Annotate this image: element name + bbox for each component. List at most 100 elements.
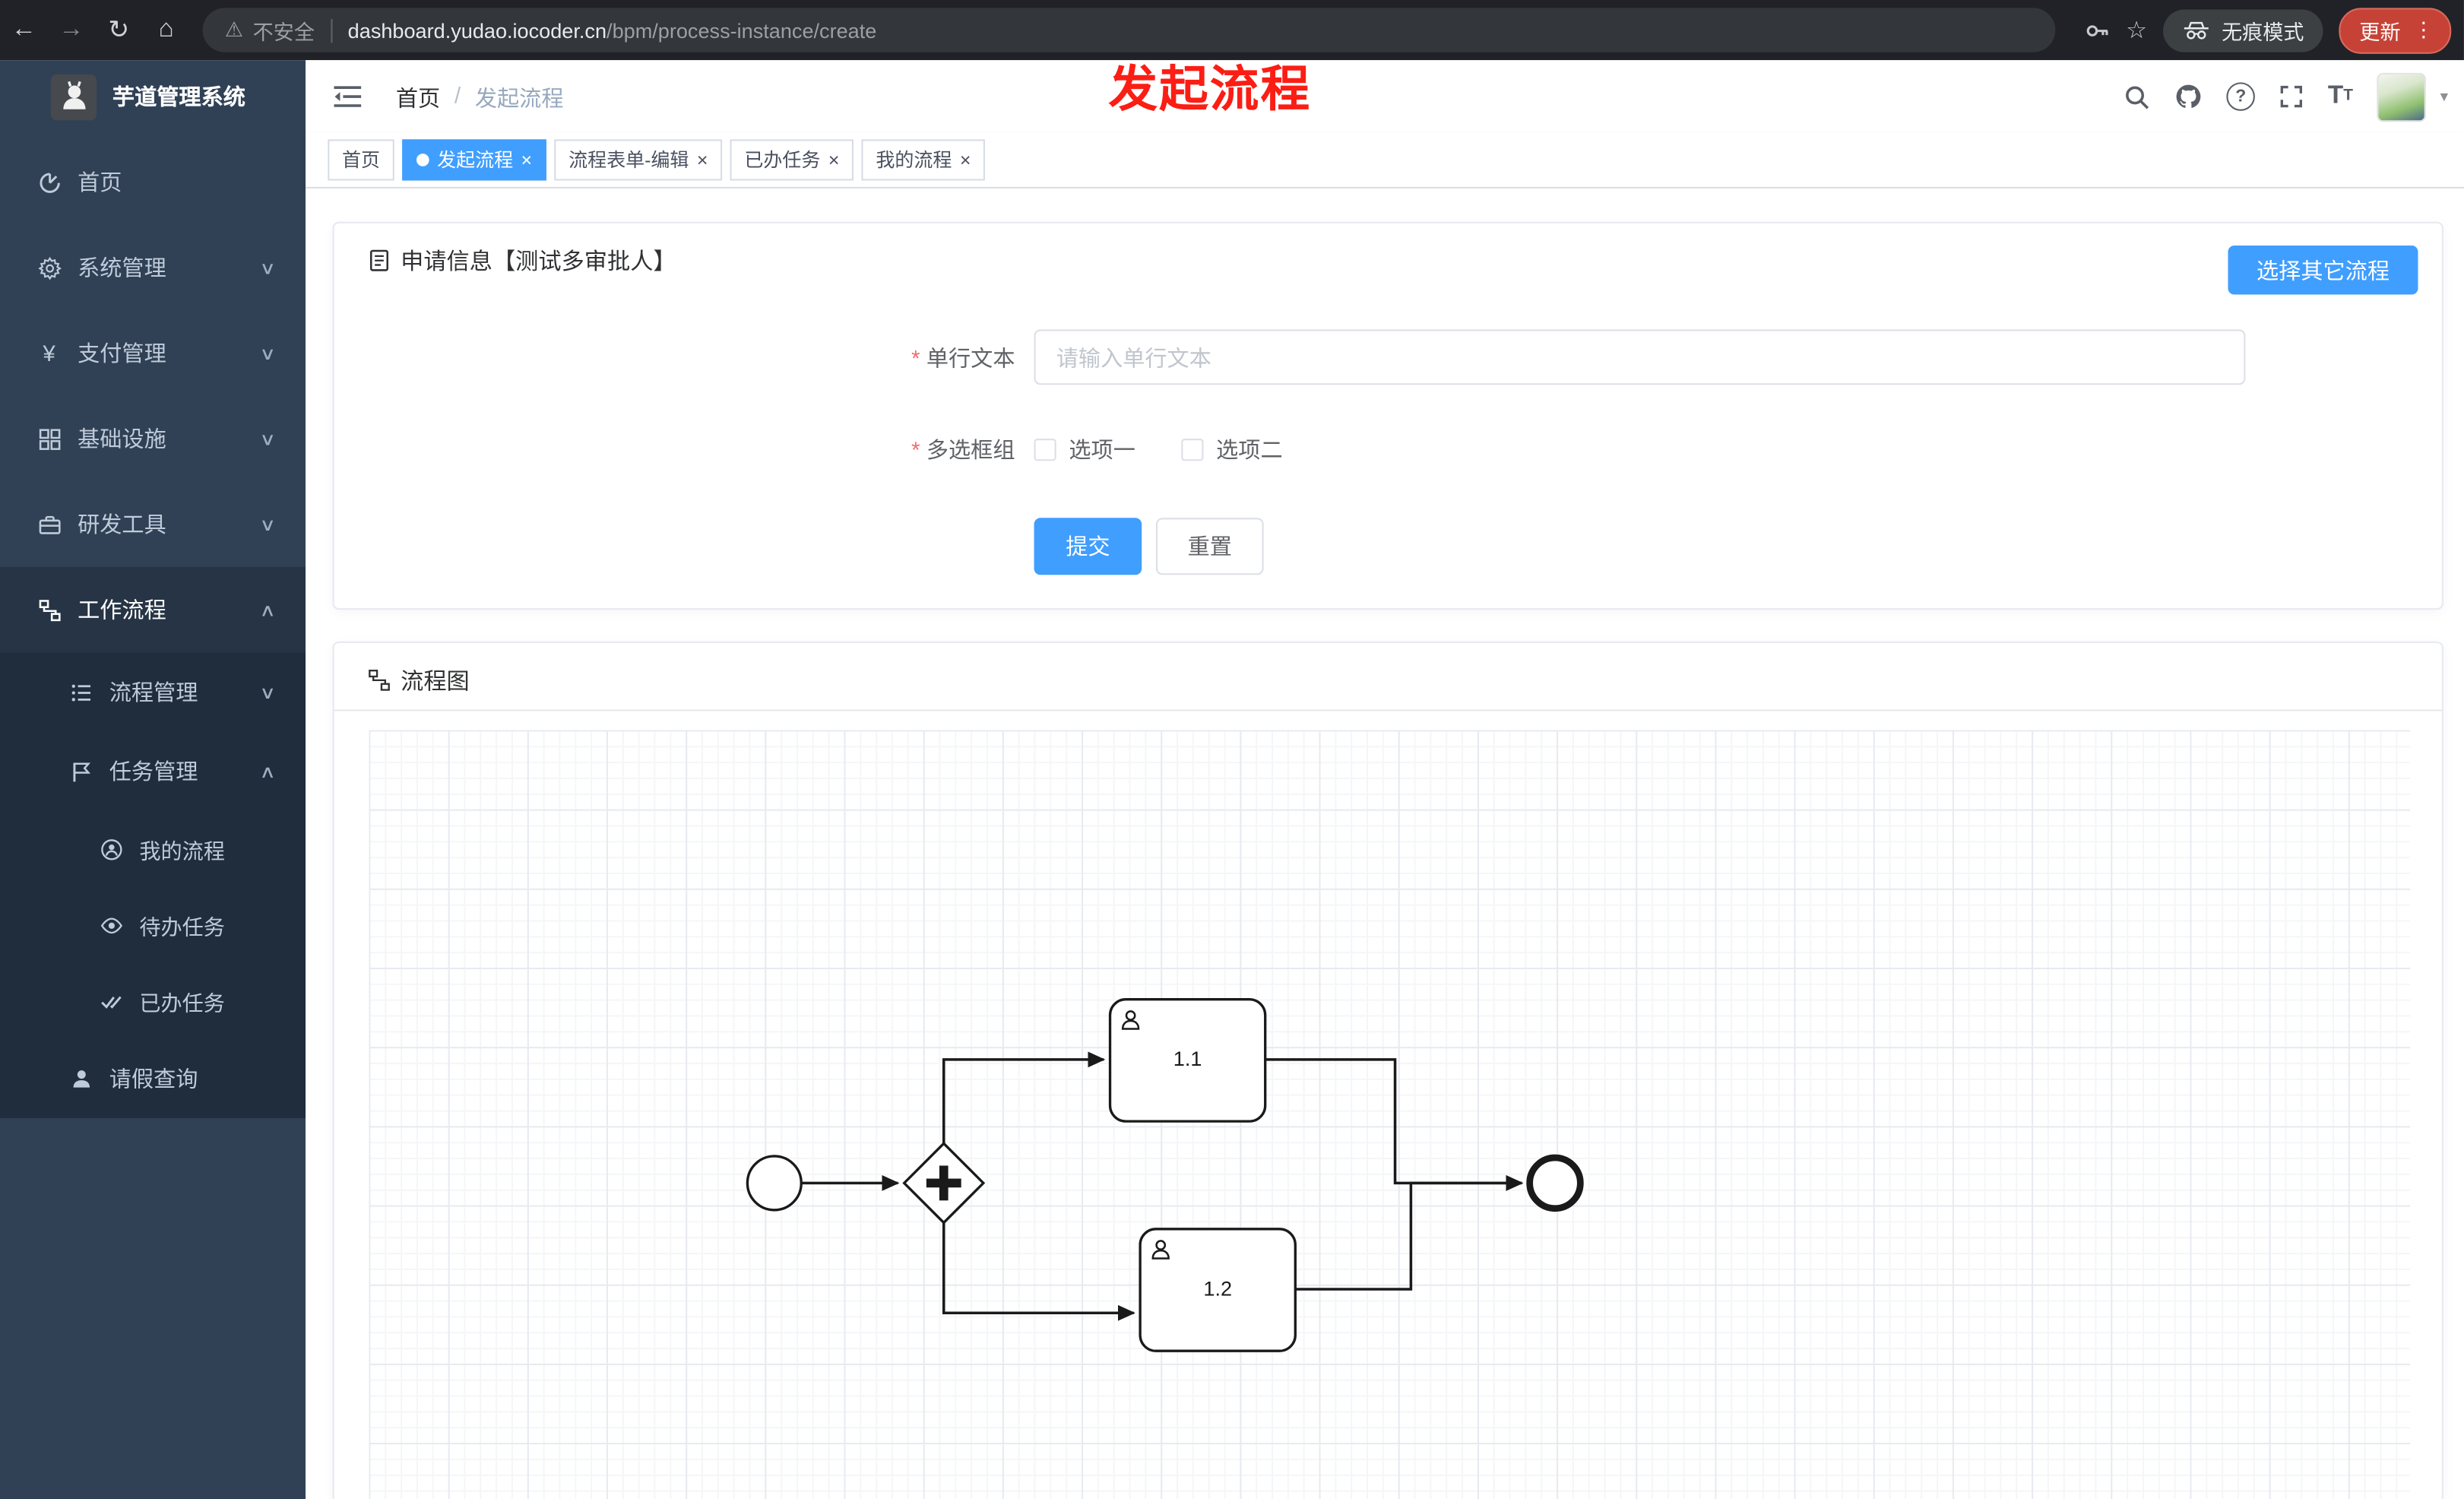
double-check-icon <box>98 988 123 1013</box>
select-other-process-button[interactable]: 选择其它流程 <box>2228 245 2418 295</box>
tab-start-process[interactable]: 发起流程 × <box>402 139 546 181</box>
avatar-caret-down-icon[interactable]: ▾ <box>2440 87 2449 106</box>
application-info-card: 申请信息【测试多审批人】 选择其它流程 *单行文本 *多选框组 选项一 选项二 <box>332 221 2443 610</box>
back-icon[interactable]: ← <box>11 15 36 43</box>
github-icon[interactable] <box>2174 82 2203 111</box>
sidebar-toggle-icon[interactable] <box>333 84 363 109</box>
sidebar-item-todo-tasks[interactable]: 待办任务 <box>0 887 306 963</box>
sidebar-item-label: 我的流程 <box>139 839 225 864</box>
card-title: 申请信息【测试多审批人】 <box>367 244 676 277</box>
single-line-text-row: *单行文本 <box>334 329 2442 386</box>
reload-icon[interactable]: ↻ <box>108 17 130 45</box>
tab-label: 首页 <box>342 148 381 172</box>
document-icon <box>369 249 389 271</box>
checkbox-icon[interactable] <box>1181 439 1204 461</box>
tab-home[interactable]: 首页 <box>328 139 394 181</box>
task-label: 1.1 <box>1173 1047 1202 1070</box>
fullscreen-icon[interactable] <box>2279 84 2304 109</box>
card-title: 流程图 <box>367 664 470 697</box>
task-label: 1.2 <box>1203 1276 1232 1300</box>
sidebar-item-label: 系统管理 <box>78 255 166 280</box>
sidebar-item-infrastructure[interactable]: 基础设施 ∨ <box>0 396 306 482</box>
bpmn-start-event <box>746 1155 803 1212</box>
reset-button[interactable]: 重置 <box>1155 518 1264 575</box>
bpmn-canvas[interactable]: 1.1 1.2 <box>369 730 2411 1499</box>
kebab-menu-icon[interactable]: ⋮ <box>2413 17 2434 42</box>
flag-icon <box>68 759 93 784</box>
single-line-text-label: *单行文本 <box>911 345 1015 371</box>
chevron-down-icon: ∨ <box>259 258 276 278</box>
browser-chrome: ← → ↻ ⌂ ⚠ 不安全 dashboard.yudao.iocoder.cn… <box>0 0 2464 61</box>
app-title: 芋道管理系统 <box>112 84 245 109</box>
omnibox-divider <box>330 17 332 43</box>
checkbox-group-row: *多选框组 选项一 选项二 <box>334 434 2442 466</box>
sidebar-item-task-mgmt[interactable]: 任务管理 ∧ <box>0 732 306 811</box>
address-bar[interactable]: ⚠ 不安全 dashboard.yudao.iocoder.cn/bpm/pro… <box>202 8 2056 52</box>
process-diagram-card: 流程图 <box>332 641 2443 1499</box>
tab-close-icon[interactable]: × <box>696 148 708 172</box>
bookmark-star-icon[interactable]: ☆ <box>2126 17 2148 45</box>
not-secure-warning-icon: ⚠ <box>224 17 244 42</box>
sidebar-item-leave-query[interactable]: 请假查询 <box>0 1039 306 1118</box>
submit-button[interactable]: 提交 <box>1034 518 1142 575</box>
tab-done-tasks[interactable]: 已办任务 × <box>730 139 854 181</box>
browser-update-button[interactable]: 更新 ⋮ <box>2339 7 2452 53</box>
user-headset-icon <box>98 836 123 861</box>
home-icon[interactable]: ⌂ <box>158 15 174 43</box>
sidebar-item-label: 工作流程 <box>78 597 166 623</box>
sidebar-item-payment-mgmt[interactable]: ¥ 支付管理 ∨ <box>0 310 306 396</box>
single-line-text-input[interactable] <box>1034 329 2246 385</box>
search-icon[interactable] <box>2124 83 2150 109</box>
sidebar-item-label: 待办任务 <box>139 915 225 940</box>
checkbox-icon[interactable] <box>1034 439 1056 461</box>
sidebar-item-home[interactable]: 首页 <box>0 139 306 225</box>
active-tab-dot <box>416 154 429 166</box>
user-icon <box>68 1066 93 1091</box>
sidebar-item-done-tasks[interactable]: 已办任务 <box>0 963 306 1039</box>
sidebar-item-process-mgmt[interactable]: 流程管理 ∨ <box>0 652 306 731</box>
tab-close-icon[interactable]: × <box>521 148 533 172</box>
sidebar-item-workflow[interactable]: 工作流程 ∧ <box>0 566 306 653</box>
bpmn-diagram[interactable]: 1.1 1.2 <box>369 730 2410 1499</box>
bpmn-user-task-1 <box>1108 998 1267 1123</box>
page-annotation: 发起流程 <box>1108 62 1312 118</box>
app-logo[interactable]: 芋道管理系统 <box>0 60 306 133</box>
diagram-card-header: 流程图 <box>334 643 2442 711</box>
tab-my-process[interactable]: 我的流程 × <box>861 139 986 181</box>
update-label: 更新 <box>2359 20 2401 44</box>
workflow-icon <box>36 597 62 622</box>
dashboard-icon <box>36 170 62 195</box>
forward-icon[interactable]: → <box>59 15 84 43</box>
sidebar-item-my-process[interactable]: 我的流程 <box>0 811 306 887</box>
checkbox-option-2[interactable]: 选项二 <box>1181 434 1283 466</box>
sidebar-item-label: 流程管理 <box>109 679 198 705</box>
help-icon[interactable]: ? <box>2226 82 2256 111</box>
sidebar-item-dev-tools[interactable]: 研发工具 ∨ <box>0 481 306 567</box>
required-asterisk: * <box>911 345 920 371</box>
tab-close-icon[interactable]: × <box>959 148 971 172</box>
eye-icon <box>98 912 123 937</box>
gear-icon <box>36 255 62 280</box>
workflow-submenu: 流程管理 ∨ 任务管理 ∧ 我的流程 <box>0 652 306 1118</box>
chevron-up-icon: ∧ <box>259 601 276 620</box>
not-secure-label[interactable]: 不安全 <box>252 20 315 44</box>
key-icon[interactable] <box>2083 17 2110 43</box>
required-asterisk: * <box>911 437 920 463</box>
flowchart-icon <box>369 669 390 691</box>
list-icon <box>68 680 93 705</box>
tab-label: 我的流程 <box>876 148 952 172</box>
checkbox-option-1[interactable]: 选项一 <box>1034 434 1135 466</box>
breadcrumb-separator: / <box>454 82 461 108</box>
main-content: 申请信息【测试多审批人】 选择其它流程 *单行文本 *多选框组 选项一 选项二 <box>306 188 2464 1499</box>
tab-close-icon[interactable]: × <box>828 148 840 172</box>
avatar[interactable] <box>2377 71 2426 122</box>
tab-process-form-edit[interactable]: 流程表单-编辑 × <box>554 139 723 181</box>
chevron-up-icon: ∧ <box>259 762 276 782</box>
breadcrumb-home[interactable]: 首页 <box>395 85 441 111</box>
breadcrumb-current: 发起流程 <box>474 85 564 111</box>
sidebar-item-system-mgmt[interactable]: 系统管理 ∨ <box>0 225 306 311</box>
user-task-icon <box>1151 1240 1170 1260</box>
